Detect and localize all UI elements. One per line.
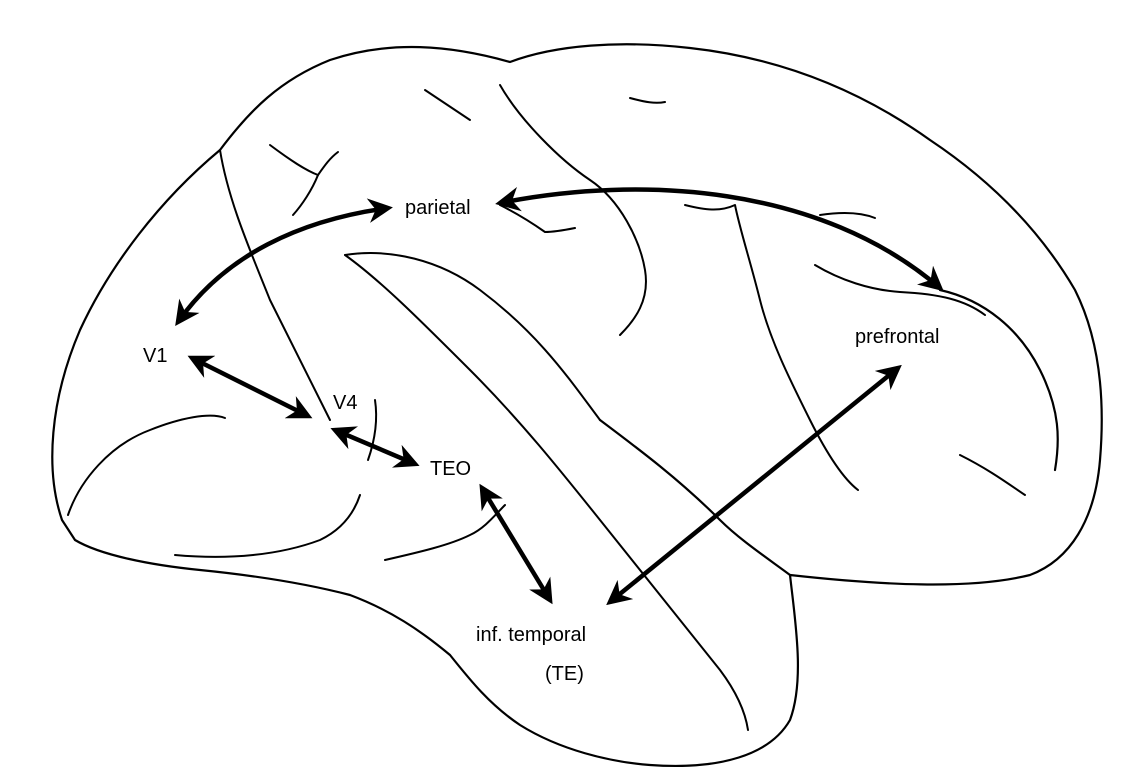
posterior-sulcus-a: [269, 144, 339, 176]
label-v1: V1: [143, 345, 167, 367]
label-v4: V4: [333, 392, 357, 414]
parietal-short-sulcus: [499, 204, 576, 233]
label-teo: TEO: [430, 458, 471, 480]
arrow-v4-teo: [330, 426, 420, 468]
arrow-teo-inftemporal: [479, 483, 553, 605]
connection-arrows: [175, 186, 944, 606]
temporal-pole-boundary: [598, 418, 792, 577]
central-sulcus: [499, 84, 647, 336]
frontal-short-sulcus: [629, 97, 666, 104]
arcuate-sulcus: [684, 204, 859, 491]
principal-sulcus: [814, 264, 986, 316]
occipitotemporal-sulcus: [384, 504, 506, 561]
arrow-parietal-v1: [175, 198, 393, 327]
superior-temporal-sulcus: [344, 254, 749, 731]
intraparietal-sulcus: [344, 252, 601, 421]
frontal-lobe-boundary: [938, 288, 1059, 472]
arrow-v1-v4: [187, 355, 313, 419]
occipital-sulcus: [67, 414, 226, 516]
inferior-occipital-sulcus: [174, 494, 361, 558]
arrow-inftemporal-prefrontal: [606, 364, 902, 606]
label-te: (TE): [545, 663, 584, 685]
arrow-parietal-prefrontal: [495, 186, 944, 292]
region-labels: parietal V1 V4 TEO prefrontal inf. tempo…: [143, 197, 940, 685]
brain-outer-contour: [51, 43, 1103, 767]
anterior-frontal-sulcus: [819, 212, 876, 219]
label-prefrontal: prefrontal: [855, 326, 940, 348]
label-parietal: parietal: [405, 197, 471, 219]
posterior-sulcus-b: [292, 174, 319, 216]
v4-sulcus-mark: [367, 399, 378, 461]
precentral-sulcus-mark: [424, 89, 471, 121]
label-inf-temporal: inf. temporal: [476, 624, 586, 646]
orbital-sulcus: [959, 454, 1026, 496]
brain-outline: [51, 43, 1103, 767]
